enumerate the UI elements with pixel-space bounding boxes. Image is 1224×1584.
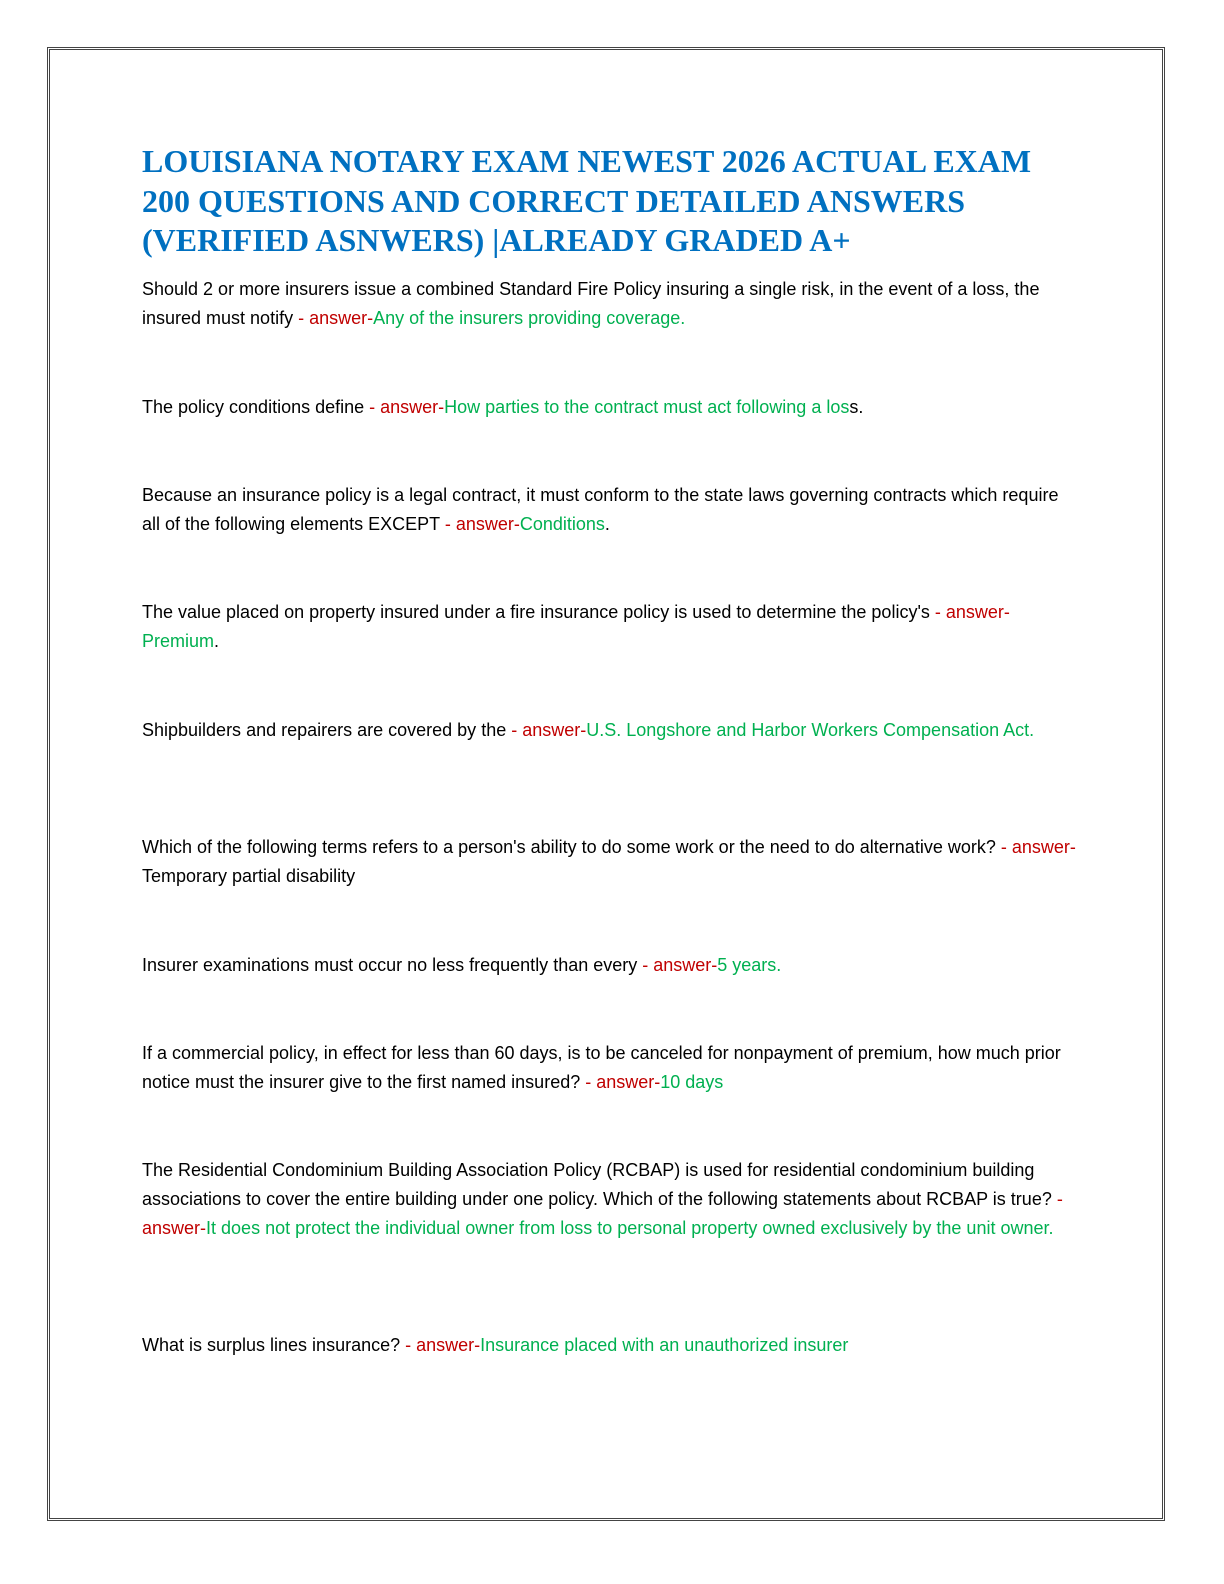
title-line: (VERIFIED ASNWERS) |ALREADY GRADED A+ [142,222,851,258]
qa-item: The policy conditions define - answer-Ho… [142,393,1077,422]
answer-label: - answer- [1000,837,1076,857]
answer-label: - answer- [444,514,520,534]
question-text: The Residential Condominium Building Ass… [142,1160,1057,1209]
question-text: Insurer examinations must occur no less … [142,955,643,975]
qa-item: Which of the following terms refers to a… [142,833,1077,891]
question-text: Which of the following terms refers to a… [142,837,1001,857]
title-line: LOUISIANA NOTARY EXAM NEWEST 2026 ACTUAL… [142,143,1032,179]
answer-label: - answer- [585,1072,661,1092]
answer-tail: . [214,631,220,651]
answer-tail: . [604,514,610,534]
question-text: Because an insurance policy is a legal c… [142,485,1059,534]
answer-label: - answer- [298,308,374,328]
question-text: The value placed on property insured und… [142,602,935,622]
qa-item: Should 2 or more insurers issue a combin… [142,275,1077,333]
answer-text: How parties to the contract must act fol… [444,397,850,417]
qa-item: The value placed on property insured und… [142,598,1077,656]
answer-label: - answer- [511,720,587,740]
answer-text: U.S. Longshore and Harbor Workers Compen… [586,720,1035,740]
answer-label: - answer- [142,1189,1063,1238]
answer-text: 5 years. [717,955,782,975]
qa-item: Shipbuilders and repairers are covered b… [142,716,1077,745]
answer-label: - answer- [934,602,1010,622]
qa-item: Because an insurance policy is a legal c… [142,481,1077,539]
question-text: Should 2 or more insurers issue a combin… [142,279,1040,328]
qa-item: The Residential Condominium Building Ass… [142,1156,1077,1243]
answer-text: Premium [142,631,215,651]
qa-item: Insurer examinations must occur no less … [142,951,1077,980]
question-text: If a commercial policy, in effect for le… [142,1043,1061,1092]
qa-item: If a commercial policy, in effect for le… [142,1039,1077,1097]
answer-text: Any of the insurers providing coverage. [373,308,686,328]
answer-text: It does not protect the individual owner… [206,1218,1054,1238]
question-text: What is surplus lines insurance? [142,1335,406,1355]
answer-label: - answer- [405,1335,481,1355]
title-line: 200 QUESTIONS AND CORRECT DETAILED ANSWE… [142,182,966,219]
question-text: Shipbuilders and repairers are covered b… [142,720,512,740]
answer-label: - answer- [369,397,445,417]
answer-text: 10 days [660,1072,724,1092]
answer-text: Conditions [519,514,605,534]
question-text: The policy conditions define [142,397,370,417]
page-border [47,47,1165,1521]
answer-text: Insurance placed with an unauthorized in… [480,1335,849,1355]
answer-label: - answer- [642,955,718,975]
answer-tail: s. [849,397,864,417]
document-title: LOUISIANA NOTARY EXAM NEWEST 2026 ACTUAL… [142,142,1102,261]
answer-tail: Temporary partial disability [142,866,356,886]
qa-item: What is surplus lines insurance? - answe… [142,1331,1077,1360]
